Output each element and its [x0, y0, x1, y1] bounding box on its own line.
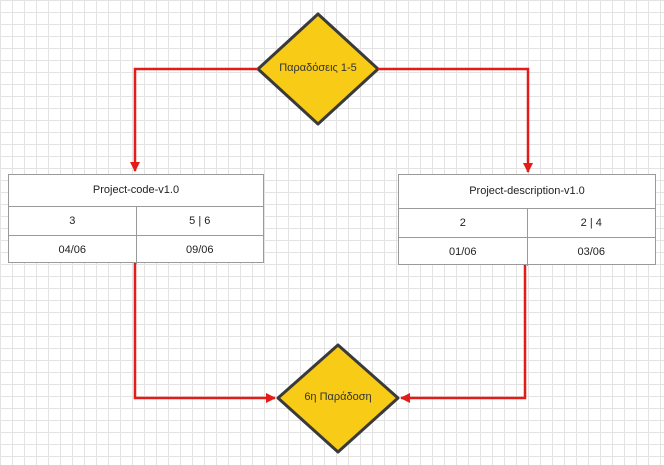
right-table-title: Project-description-v1.0	[399, 175, 655, 209]
table-cell: 3	[69, 215, 76, 227]
left-table-title: Project-code-v1.0	[9, 175, 263, 207]
table-cell: 5 | 6	[135, 207, 264, 235]
connector-left-table-to-bottom[interactable]	[133, 262, 276, 403]
table-cell: 03/06	[526, 238, 656, 266]
bottom-decision-label: 6η Παράδοση	[304, 391, 372, 403]
top-decision-diamond[interactable]	[256, 12, 380, 126]
connector-top-to-right-table[interactable]	[378, 67, 533, 173]
connector-top-to-left-table[interactable]	[130, 67, 258, 172]
table-cell: 01/06	[448, 246, 477, 258]
table-row: 01/06 03/06	[399, 237, 655, 266]
bottom-decision-diamond[interactable]	[276, 343, 400, 454]
table-cell: 09/06	[135, 236, 264, 264]
table-row: 2 2 | 4	[399, 209, 655, 237]
table-row: 3 5 | 6	[9, 207, 263, 235]
table-cell: 2	[459, 217, 466, 229]
table-cell: 04/06	[58, 244, 87, 256]
right-version-table[interactable]: Project-description-v1.0 2 2 | 4 01/06 0…	[398, 174, 656, 266]
connector-right-table-to-bottom[interactable]	[400, 265, 527, 403]
table-row: 04/06 09/06	[9, 235, 263, 264]
left-version-table[interactable]: Project-code-v1.0 3 5 | 6 04/06 09/06	[8, 174, 264, 264]
top-decision-label: Παραδόσεις 1-5	[279, 62, 357, 74]
table-cell: 2 | 4	[526, 209, 656, 237]
